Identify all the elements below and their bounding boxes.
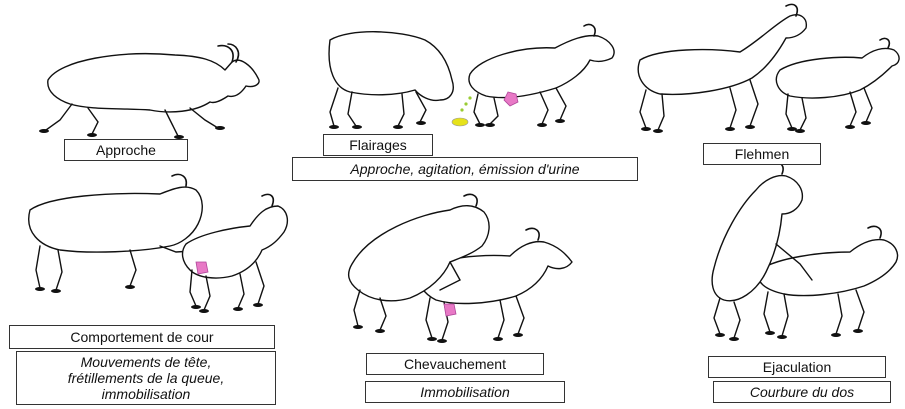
flehmen-goats (638, 4, 899, 133)
chevauchement-goats (349, 194, 572, 343)
stage-note-flairages: Approche, agitation, émission d'urine (292, 157, 638, 181)
stage-label-approche: Approche (64, 139, 188, 161)
ejaculation-goats (712, 162, 897, 341)
flairages-goats (329, 24, 614, 129)
stage-note-cour: Mouvements de tête, frétillements de la … (16, 351, 276, 405)
stage-note-ejaculation: Courbure du dos (713, 381, 891, 403)
stage-label-ejaculation: Ejaculation (708, 356, 886, 378)
stage-label-cour: Comportement de cour (9, 325, 275, 349)
stage-label-flairages: Flairages (323, 134, 433, 156)
stage-label-chevauchement: Chevauchement (366, 353, 544, 375)
cour-goats (29, 174, 288, 313)
stage-note-chevauchement: Immobilisation (365, 381, 565, 403)
approche-goat (39, 44, 259, 139)
stage-label-flehmen: Flehmen (703, 143, 821, 165)
